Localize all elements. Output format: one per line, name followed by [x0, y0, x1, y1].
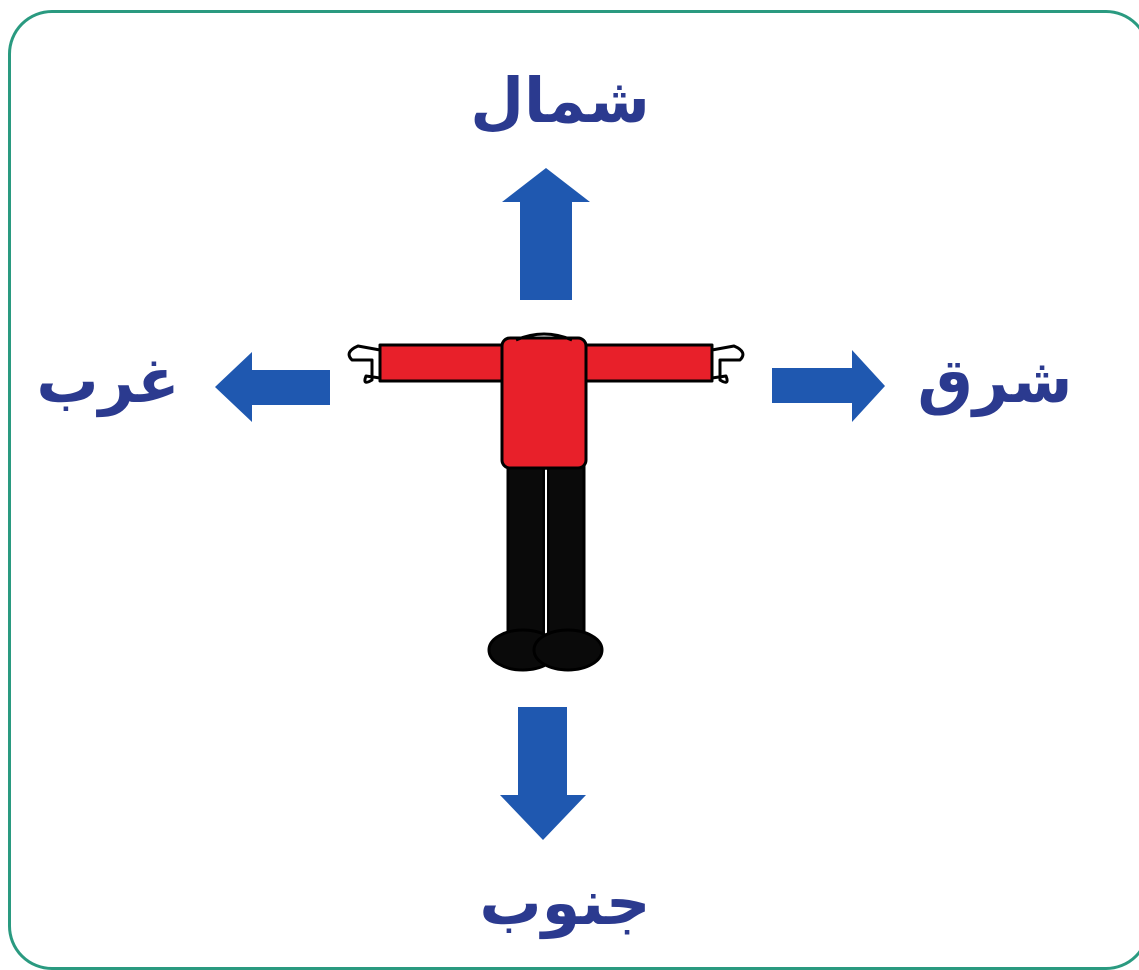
arrow-right-icon — [772, 350, 885, 422]
arrow-left-icon — [215, 352, 330, 422]
right-arm — [580, 345, 712, 381]
arrow-up-icon — [502, 168, 590, 300]
person-arms-out-icon — [349, 334, 743, 670]
left-arm — [380, 345, 510, 381]
left-hand — [349, 346, 380, 382]
right-shoe — [534, 630, 602, 670]
torso — [502, 338, 586, 468]
right-hand — [712, 346, 743, 382]
left-leg — [508, 460, 544, 635]
arrow-down-icon — [500, 707, 586, 840]
right-leg — [548, 460, 584, 635]
